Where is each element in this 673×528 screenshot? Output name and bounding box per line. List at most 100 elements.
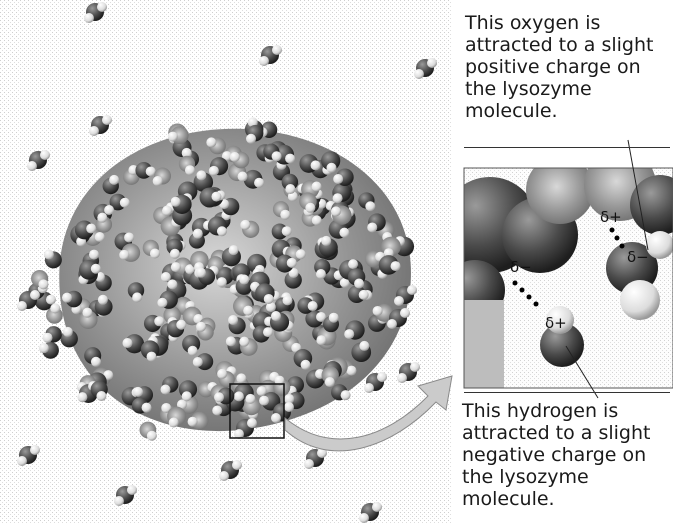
bound-water-hydrogen [214, 392, 224, 402]
bound-water-hydrogen [206, 137, 216, 147]
water-hydrogen [359, 513, 369, 523]
water-hydrogen [407, 285, 417, 295]
bound-water-hydrogen [271, 311, 281, 321]
bound-water-hydrogen [43, 333, 53, 343]
bound-water-hydrogen [344, 329, 354, 339]
water-hydrogen [84, 13, 94, 23]
bound-water-hydrogen [282, 226, 292, 236]
water-hydrogen [40, 150, 50, 160]
bound-water-hydrogen [296, 249, 306, 259]
bound-water-hydrogen [104, 205, 114, 215]
bound-water-hydrogen [239, 275, 249, 285]
delta-minus-left-label: δ− [510, 258, 532, 276]
water-hydrogen [127, 485, 137, 495]
bound-water-hydrogen [346, 366, 356, 376]
bound-water-hydrogen [167, 279, 177, 289]
water-hydrogen [259, 56, 269, 66]
caption-line: This oxygen is [465, 12, 670, 34]
hydrogen-caption: This hydrogen is attracted to a slight n… [462, 400, 673, 510]
bound-water-hydrogen [282, 295, 292, 305]
inset-water-hydrogen [620, 280, 660, 320]
water-hydrogen [272, 45, 282, 55]
bound-water-hydrogen [245, 394, 255, 404]
bound-water-hydrogen [133, 387, 143, 397]
oxygen-caption: This oxygen is attracted to a slight pos… [465, 12, 670, 122]
delta-plus-lower-label: δ+ [545, 314, 567, 332]
bound-water-hydrogen [321, 236, 331, 246]
bound-water-hydrogen [329, 313, 339, 323]
water-hydrogen [400, 308, 410, 318]
water-hydrogen [27, 161, 37, 171]
bound-water-hydrogen [171, 262, 181, 272]
bound-water-hydrogen [50, 303, 60, 313]
bound-water-hydrogen [285, 184, 295, 194]
bound-water-hydrogen [95, 232, 105, 242]
bound-water-hydrogen [39, 343, 49, 353]
inset-lysozyme-atom [526, 156, 594, 224]
water-hydrogen [114, 496, 124, 506]
bound-water-hydrogen [196, 268, 206, 278]
bound-water-hydrogen [228, 315, 238, 325]
water-hydrogen [30, 445, 40, 455]
bound-water-hydrogen [188, 346, 198, 356]
bound-water-hydrogen [234, 391, 244, 401]
bound-water-hydrogen [77, 392, 87, 402]
bound-water-hydrogen [308, 301, 318, 311]
bound-water-hydrogen [142, 403, 152, 413]
bound-water-hydrogen [160, 385, 170, 395]
bound-water-hydrogen [193, 357, 203, 367]
bound-water-hydrogen [44, 249, 54, 259]
bound-water-hydrogen [153, 176, 163, 186]
water-hydrogen [410, 362, 420, 372]
bound-water-hydrogen [157, 298, 167, 308]
bound-water-hydrogen [169, 418, 179, 428]
bound-water-hydrogen [217, 226, 227, 236]
bound-water-hydrogen [185, 165, 195, 175]
bound-water-hydrogen [373, 306, 383, 316]
water-hydrogen [427, 58, 437, 68]
bound-water-hydrogen [196, 322, 206, 332]
caption-line: the lysozyme [462, 466, 673, 488]
bound-water-hydrogen [285, 154, 295, 164]
bound-water-hydrogen [188, 417, 198, 427]
bound-water-hydrogen [196, 170, 206, 180]
bound-water-hydrogen [193, 229, 203, 239]
caption-rule-top [464, 147, 670, 148]
bound-water-hydrogen [147, 431, 157, 441]
water-hydrogen [394, 296, 404, 306]
delta-minus-water-label: δ− [627, 248, 649, 266]
caption-line: the lysozyme [465, 78, 670, 100]
bound-water-hydrogen [182, 391, 192, 401]
caption-line: attracted to a slight [465, 34, 670, 56]
bound-water-hydrogen [109, 175, 119, 185]
bound-water-hydrogen [38, 279, 48, 289]
water-hydrogen [232, 460, 242, 470]
water-hydrogen [372, 502, 382, 512]
bound-water-hydrogen [312, 182, 322, 192]
bound-water-hydrogen [122, 338, 132, 348]
bound-water-hydrogen [217, 369, 227, 379]
bound-water-hydrogen [341, 390, 351, 400]
water-hydrogen [219, 471, 229, 481]
bound-water-hydrogen [312, 215, 322, 225]
water-hydrogen [30, 290, 40, 300]
bound-water-hydrogen [238, 172, 248, 182]
bound-water-hydrogen [272, 151, 282, 161]
water-hydrogen [397, 373, 407, 383]
bound-water-hydrogen [325, 377, 335, 387]
bound-water-hydrogen [212, 406, 222, 416]
bound-water-hydrogen [333, 174, 343, 184]
bound-water-hydrogen [62, 293, 72, 303]
bound-water-hydrogen [176, 320, 186, 330]
water-hydrogen [17, 301, 27, 311]
bound-water-hydrogen [229, 245, 239, 255]
water-hydrogen [102, 115, 112, 125]
bound-water-hydrogen [326, 163, 336, 173]
bound-water-hydrogen [391, 261, 401, 271]
water-hydrogen [284, 402, 294, 412]
bound-water-hydrogen [226, 336, 236, 346]
water-hydrogen [387, 319, 397, 329]
bound-water-hydrogen [97, 213, 107, 223]
bound-water-hydrogen [89, 250, 99, 260]
bound-water-hydrogen [171, 197, 181, 207]
